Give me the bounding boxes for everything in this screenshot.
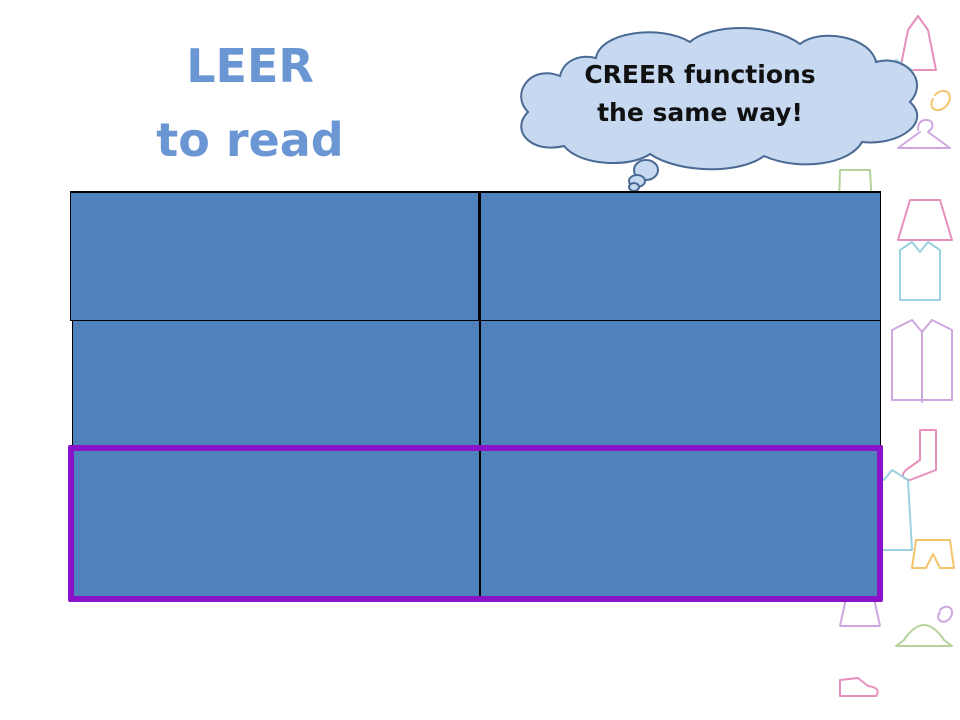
thought-line-1: CREER functions [584,60,816,89]
thought-bubble [520,27,918,192]
page-title: LEER [186,39,314,93]
table-cell-row1-col1 [70,191,480,321]
table-cell-row3-col1 [72,448,480,599]
table-cell-row2-col1 [72,320,480,448]
jacket-icon [891,319,953,403]
table-cell-row3-col2 [480,448,881,599]
table-cell-row2-col2 [480,320,881,448]
skirt-icon [897,199,953,241]
thought-dot-small [628,182,640,192]
hanger-icon [897,119,951,149]
thought-line-2: the same way! [597,98,803,127]
table-cell-row1-col2 [480,191,881,321]
thought-cloud-shape [520,27,918,171]
sock-icon [901,429,937,481]
row-highlight-box [68,445,883,602]
thought-bubble-text: CREER functions the same way! [556,56,844,132]
page-subtitle: to read [156,113,344,167]
conjugation-table [70,191,881,599]
